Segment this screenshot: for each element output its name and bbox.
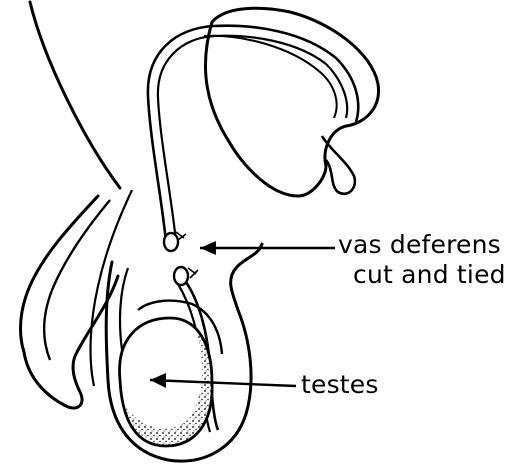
tie-lower <box>188 268 198 278</box>
penis-outline <box>21 196 119 408</box>
scrotum-inner-fold <box>120 268 128 350</box>
bladder-inner <box>204 36 337 118</box>
vas-deferens-upper <box>148 26 358 242</box>
body-outline <box>30 2 120 188</box>
vas-cut-end-upper <box>164 233 178 251</box>
label-cut-and-tied: cut and tied <box>353 262 506 287</box>
vas-deferens-arrowhead <box>200 241 216 255</box>
vas-deferens-upper-inner <box>158 36 347 242</box>
label-vas-deferens: vas deferens <box>338 232 501 257</box>
label-testes: testes <box>301 372 379 397</box>
